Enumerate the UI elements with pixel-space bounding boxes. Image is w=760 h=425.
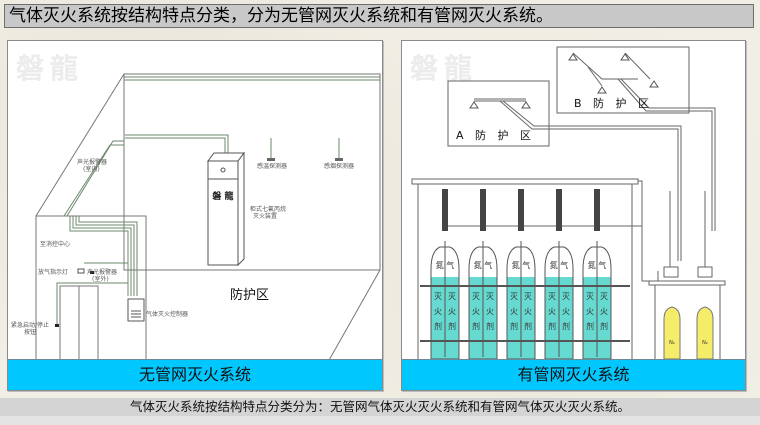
cylinder-agent-label: 剂 [562,321,570,331]
watermark-logo: 磐龍 [410,52,479,85]
agent-cylinder: 氮 气灭灭火火剂剂 [544,189,574,360]
label-emergency-button: 紧急启动/停止 [11,322,50,329]
manifold [411,178,639,185]
footer-strip [0,416,760,425]
zone-a-label: A 防 护 区 [456,129,536,142]
cylinder-agent-label: 火 [434,307,442,316]
cylinder-gas-label: 氮 气 [474,260,493,270]
cylinder-gas-label: 氮 气 [550,260,569,270]
cylinder-gas-label: 氮 气 [512,260,531,270]
cabinet-device [207,160,239,266]
pipe-network-diagram: 氮 气灭灭火火剂剂氮 气灭灭火火剂剂氮 气灭灭火火剂剂氮 气灭灭火火剂剂氮 气灭… [411,46,726,362]
cylinder-agent-label: 灭 [600,292,608,301]
label-heat-detector: 感温探测器 [257,163,288,170]
caption-pipe-network: 有管网灭火系统 [402,359,745,390]
cylinder-valve [594,189,600,231]
nozzle-icon [521,101,531,109]
cylinder-agent-label: 灭 [562,292,570,301]
footer-summary: 气体灭火系统按结构特点分类分为：无管网气体灭火灭火系统和有管网气体灭火灭火系统。 [0,398,760,416]
cylinder-agent-label: 灭 [448,292,456,301]
cylinder-agent-label: 灭 [510,292,518,301]
page-title: 气体灭火系统按结构特点分类，分为无管网灭火系统和有管网灭火系统。 [4,4,754,28]
heat-detector-icon [267,158,275,161]
label-cabinet-device: 柜式七氟丙烷 [250,206,287,213]
agent-cylinder: 氮 气灭灭火火剂剂 [430,189,460,360]
pilot-cylinder [696,306,714,360]
cylinder-agent-label: 剂 [472,321,480,331]
label-emergency-button-sub: 按钮 [24,329,37,336]
cylinder-agent-label: 剂 [586,321,594,331]
label-smoke-detector: 感烟探测器 [324,163,355,170]
cylinder-gas-label: 氮 气 [436,260,455,270]
zone-b-label: B 防 护 区 [574,97,654,110]
cabinet-brand: 磐 龍 [211,190,233,202]
nozzle-icon [568,53,578,61]
controller-box [127,298,145,322]
cylinder-agent-label: 剂 [434,321,442,331]
floor-edge [327,269,381,362]
agent-cylinder: 氮 气灭灭火火剂剂 [468,189,498,360]
agent-cylinder: 氮 气灭灭火火剂剂 [506,189,536,360]
outdoor-alarm-icon [90,271,94,274]
cylinder-agent-label: 火 [472,307,480,316]
pilot-cylinder [663,306,681,360]
back-wall [123,73,381,271]
label-cabinet-device-sub: 灭火装置 [253,213,278,220]
no-pipe-diagram: 磐 龍 [35,73,381,362]
agent-cylinder: 氮 气灭灭火火剂剂 [582,189,612,360]
cylinder-agent-label: 剂 [548,321,556,331]
cylinder-agent-label: 火 [600,307,608,316]
cylinder-agent-label: 剂 [510,321,518,331]
cylinder-valve [480,189,486,231]
cylinder-agent-label: 剂 [600,321,608,331]
side-room [35,215,147,362]
cylinder-agent-label: 灭 [548,292,556,301]
nozzle-icon [469,101,479,109]
cylinder-agent-label: 灭 [586,292,594,301]
label-alarm-outdoor: 声光报警器 [87,269,118,276]
cylinder-agent-label: 灭 [472,292,480,301]
label-release-light: 放气指示灯 [38,269,69,276]
cylinder-agent-label: 火 [524,307,532,316]
cylinder-agent-label: 灭 [524,292,532,301]
release-light-icon [77,268,85,274]
cylinder-valve [518,189,524,231]
cylinder-agent-label: 剂 [524,321,532,331]
nozzle-icon [649,80,659,88]
cylinder-agent-label: 剂 [448,321,456,331]
smoke-detector-icon [335,158,343,161]
cylinder-agent-label: 火 [510,307,518,316]
panel-pipe-network-system: 磐龍 [401,40,746,391]
label-alarm-indoor: 声光报警器 [77,159,108,166]
cylinder-agent-label: 灭 [434,292,442,301]
protection-zone-label: 防护区 [230,288,270,303]
cylinder-agent-label: 灭 [486,292,494,301]
pilot-cylinder-label: N₂ [669,340,675,346]
watermark-logo: 磐龍 [16,52,85,85]
panel-no-pipe-system: 磐龍 [7,40,383,391]
cylinder-agent-label: 火 [586,307,594,316]
cylinder-agent-label: 火 [562,307,570,316]
emergency-button-icon [55,324,59,327]
zone-a-box [447,80,550,147]
label-fire-center: 至消控中心 [40,241,71,248]
cylinder-agent-label: 火 [548,307,556,316]
cylinder-agent-label: 火 [448,307,456,316]
label-alarm-outdoor-sub: (室外) [92,276,109,283]
caption-no-pipe: 无管网灭火系统 [8,359,382,390]
cylinder-gas-label: 氮 气 [588,260,607,270]
pilot-cylinder-label: N₂ [702,340,708,346]
left-wall-edge [35,73,125,217]
nozzle-icon [620,53,630,61]
cylinder-valve [556,189,562,231]
cylinder-valve [442,189,448,231]
label-controller: 气体灭火控制器 [146,311,189,318]
cylinder-agent-label: 剂 [486,321,494,331]
cylinder-agent-label: 火 [486,307,494,316]
label-alarm-indoor-sub: (室内) [83,166,100,173]
nozzle-icon [597,86,607,94]
